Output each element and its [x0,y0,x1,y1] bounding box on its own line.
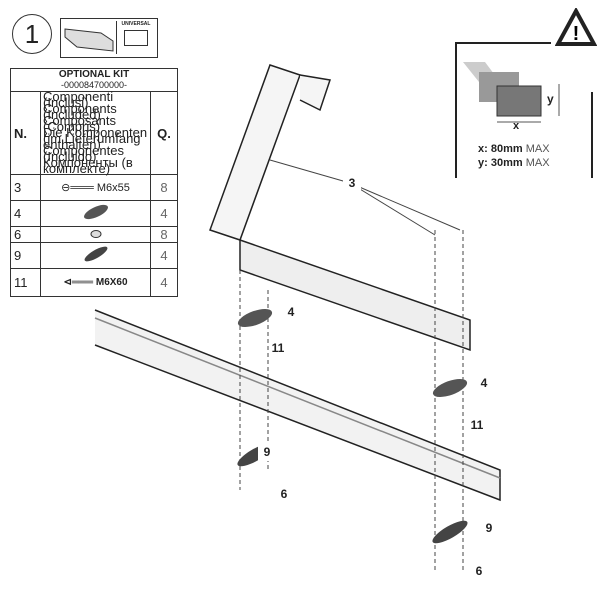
svg-text:!: ! [573,23,580,45]
callout-6: 6 [470,562,488,580]
optional-kit-table: OPTIONAL KIT-000084700000- N. Componenti… [10,68,178,297]
callout-6: 6 [275,485,293,503]
pad-icon [84,246,107,262]
warning-icon: ! [555,8,597,46]
y-max-spec: y: 30mm MAX [478,157,550,169]
callout-11: 11 [269,339,287,357]
clamp-icon [83,204,108,220]
step-number: 1 [12,14,52,54]
bar-size-warning: x y [455,42,593,178]
roof-bar-icon [64,28,114,52]
x-max-spec: x: 80mm MAX [478,143,550,155]
callout-9: 9 [480,519,498,537]
callout-9: 9 [258,443,276,461]
callout-3: 3 [343,174,361,192]
nut-icon [90,230,101,238]
components-list: Componenti (Inclusi)Components (Included… [40,90,151,175]
callout-11: 11 [468,416,486,434]
callout-4: 4 [282,303,300,321]
universal-label: UNIVERSAL [116,21,155,54]
bar-type-badge: UNIVERSAL [60,18,158,58]
kit-title: OPTIONAL KIT [58,68,130,80]
callout-4: 4 [475,374,493,392]
kit-code: -000084700000- [60,79,128,90]
